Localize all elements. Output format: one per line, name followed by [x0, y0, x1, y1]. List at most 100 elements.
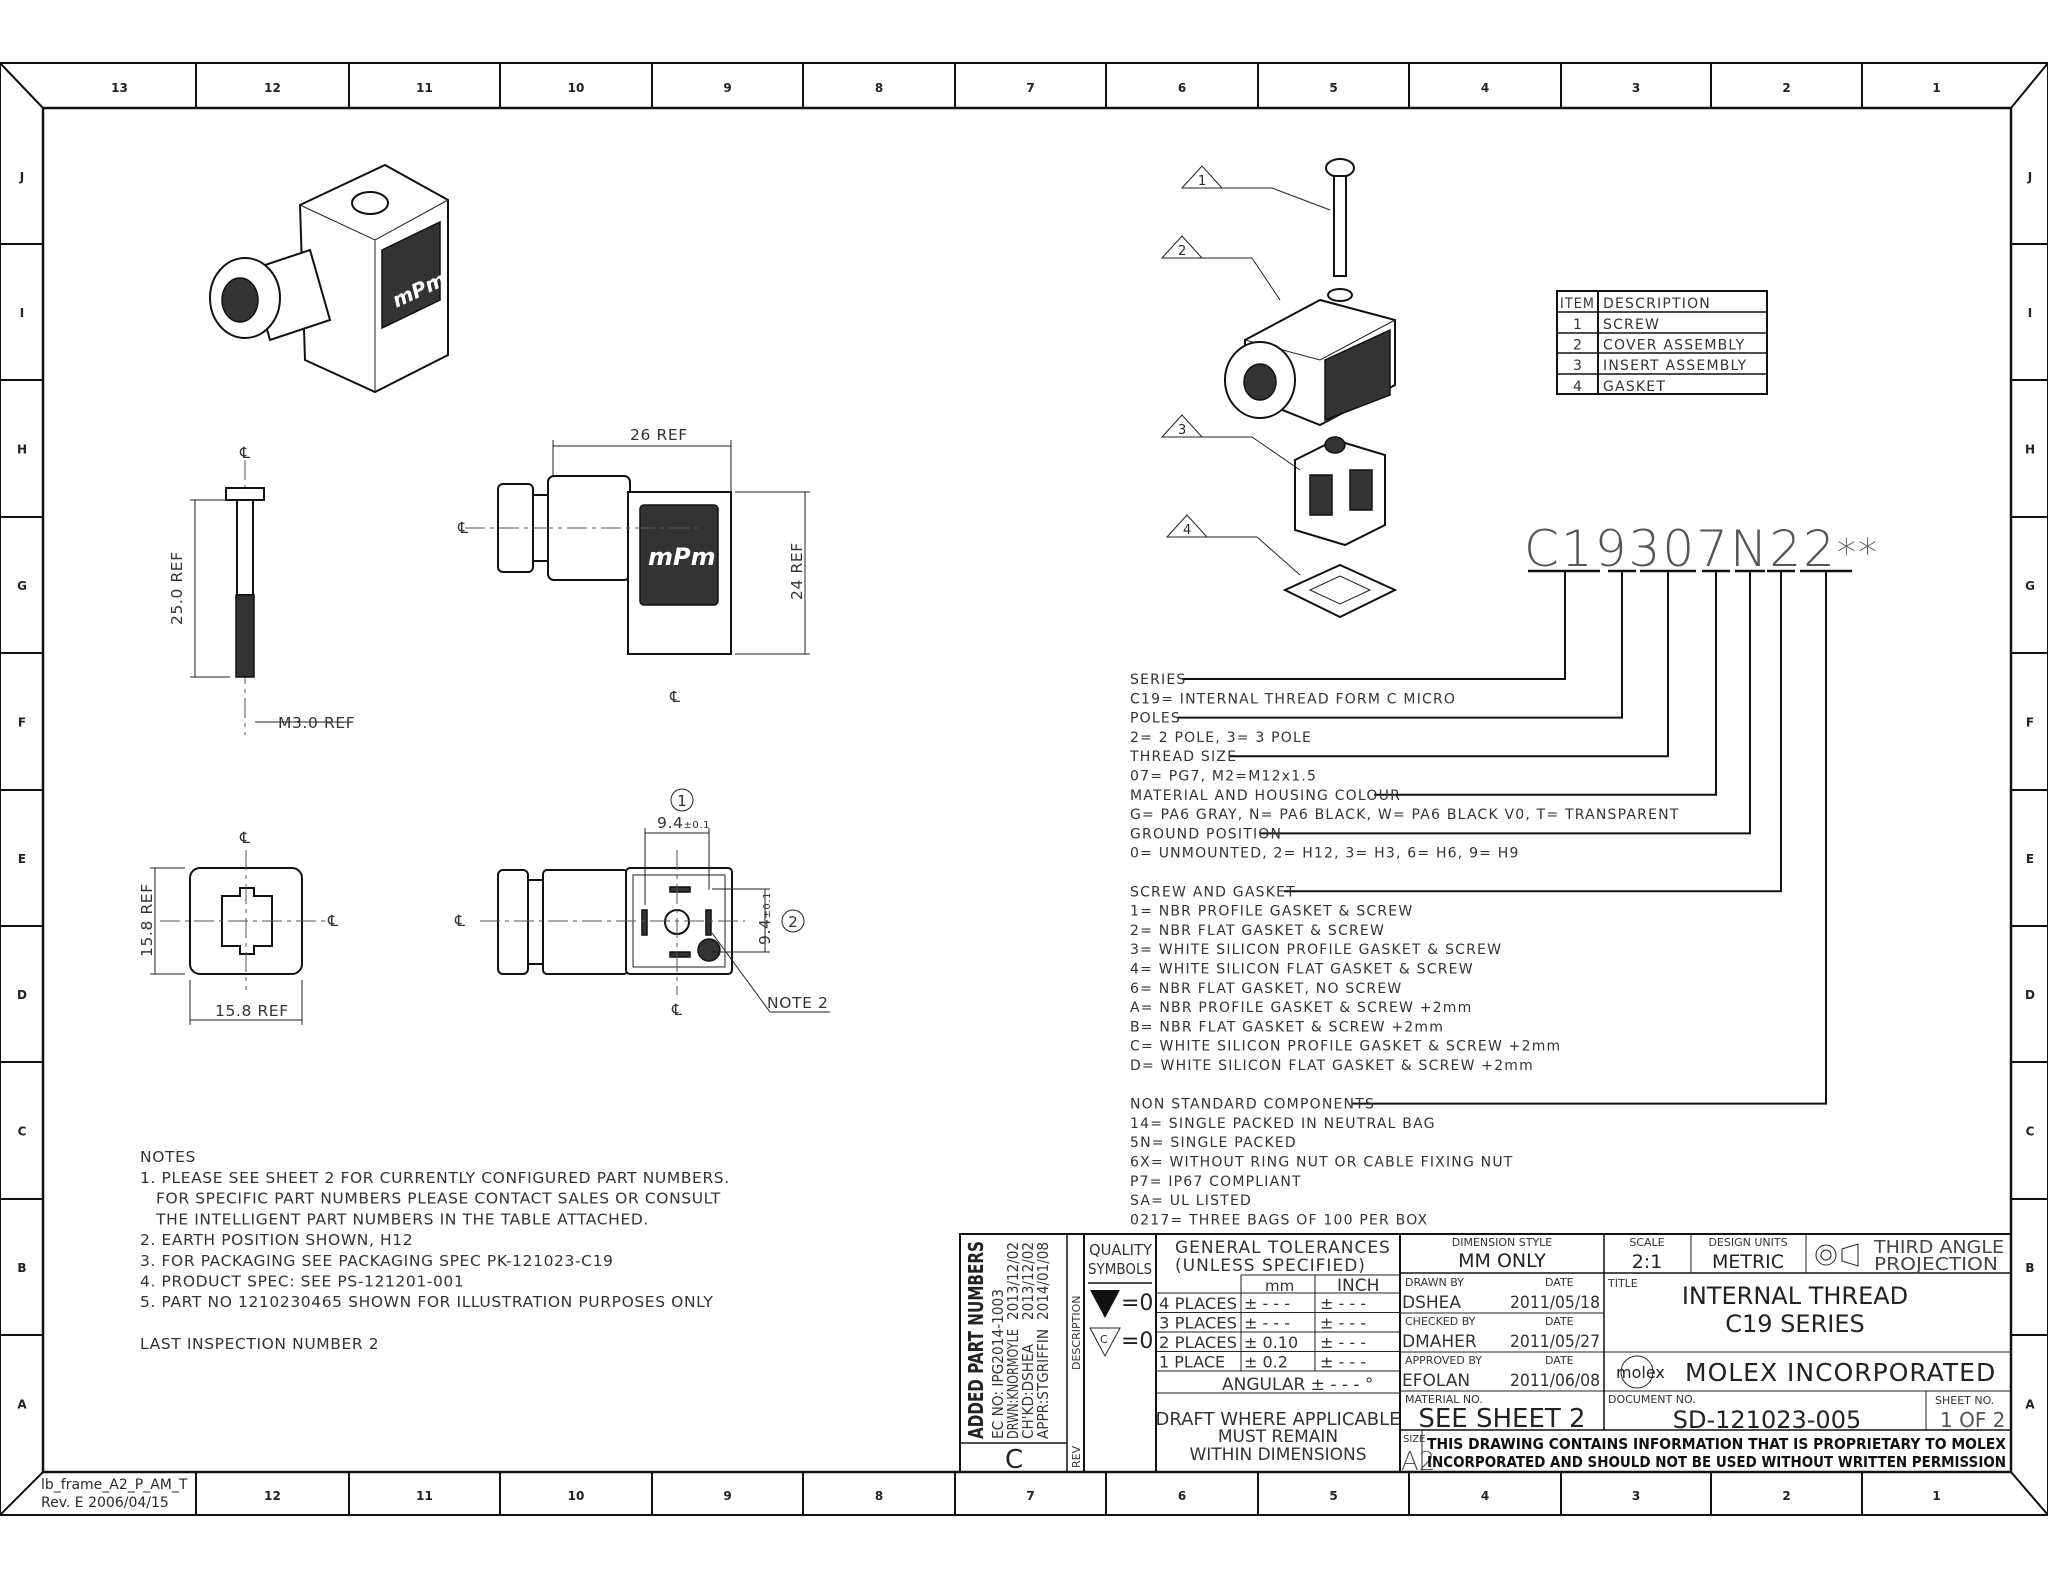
tolerance-row-label: 3 PLACES — [1159, 1314, 1237, 1333]
proprietary-notice-2: INCORPORATED AND SHOULD NOT BE USED WITH… — [1427, 1453, 2006, 1471]
part-code-option: 1= NBR PROFILE GASKET & SCREW — [1130, 904, 1413, 920]
part-code-leader — [1260, 571, 1751, 835]
tolerance-row-inch: ± - - - — [1320, 1314, 1366, 1333]
part-code-option: 4= WHITE SILICON FLAT GASKET & SCREW — [1130, 962, 1474, 978]
zone-column-label: 11 — [416, 81, 433, 95]
draft-note-2: MUST REMAIN — [1218, 1427, 1338, 1447]
part-code-field-label: SCREW AND GASKET — [1130, 884, 1296, 900]
part-code-field-label: THREAD SIZE — [1129, 749, 1237, 765]
quality-label-2: SYMBOLS — [1088, 1260, 1152, 1278]
note-line: 4. PRODUCT SPEC: SEE PS-121201-001 — [140, 1273, 464, 1291]
zone-column-label: 6 — [1178, 1489, 1186, 1503]
tolerance-row-label: 4 PLACES — [1159, 1294, 1237, 1313]
zone-row-label: A — [17, 1398, 27, 1412]
part-code-option: 14= SINGLE PACKED IN NEUTRAL BAG — [1130, 1116, 1436, 1132]
tolerance-angular: ANGULAR ± - - - ° — [1222, 1375, 1373, 1395]
tolerance-row-mm: ± 0.2 — [1244, 1353, 1288, 1372]
note-2-callout: NOTE 2 — [767, 994, 828, 1012]
item-table-header-description: DESCRIPTION — [1603, 296, 1711, 312]
gasket-front-view: ℄ ℄ 15.8 REF 15.8 REF — [138, 829, 339, 1025]
revision-approved-date: 2014/01/08 — [1034, 1242, 1052, 1320]
revision-rev-label: REV — [1070, 1445, 1083, 1468]
part-code-option: 0= UNMOUNTED, 2= H12, 3= H3, 6= H6, 9= H… — [1130, 846, 1520, 862]
frame-id: lb_frame_A2_P_AM_T — [41, 1477, 188, 1493]
zone-column-label: 8 — [875, 81, 883, 95]
pin-spacing-horizontal: 9.4±0.1 — [657, 814, 710, 832]
revision-checked: CH'KD:DSHEA — [1019, 1343, 1037, 1439]
tolerance-row-label: 1 PLACE — [1159, 1353, 1225, 1372]
part-code-option: 07= PG7, M2=M12x1.5 — [1130, 769, 1317, 785]
critical-dimension-icon — [1090, 1290, 1120, 1318]
checked-by-label: CHECKED BY — [1405, 1315, 1476, 1328]
part-code-option: 6X= WITHOUT RING NUT OR CABLE FIXING NUT — [1130, 1155, 1514, 1171]
zone-row-label: H — [17, 443, 27, 457]
zone-column-label: 10 — [568, 1489, 585, 1503]
item-table-header-item: ITEM — [1560, 296, 1595, 312]
svg-text:molex: molex — [1616, 1363, 1665, 1382]
sheet-number-label: SHEET NO. — [1935, 1394, 1994, 1407]
tolerance-row-mm: ± - - - — [1244, 1314, 1290, 1333]
note-line: 5. PART NO 1210230465 SHOWN FOR ILLUSTRA… — [140, 1293, 713, 1311]
tolerance-row-inch: ± - - - — [1320, 1333, 1366, 1352]
zone-column-label: 7 — [1026, 81, 1034, 95]
approved-date-label: DATE — [1545, 1354, 1574, 1367]
frame-rev: Rev. E 2006/04/15 — [41, 1495, 169, 1511]
note-line: 3. FOR PACKAGING SEE PACKAGING SPEC PK-1… — [140, 1252, 614, 1270]
note-line: 1. PLEASE SEE SHEET 2 FOR CURRENTLY CONF… — [140, 1169, 730, 1187]
zone-row-label: F — [18, 716, 26, 730]
zone-column-label: 10 — [568, 81, 585, 95]
drawing-title-2: C19 SERIES — [1725, 1310, 1864, 1338]
item-balloon-number: 1 — [1198, 174, 1206, 189]
revision-checked-date: 2013/12/02 — [1019, 1242, 1037, 1320]
item-balloon-number: 2 — [1178, 244, 1186, 259]
zone-row-label: A — [2025, 1398, 2035, 1412]
drawing-title-1: INTERNAL THREAD — [1682, 1282, 1908, 1310]
sheet-number: 1 OF 2 — [1940, 1408, 2005, 1432]
centerline-symbol: ℄ — [327, 912, 339, 930]
approved-date: 2011/06/08 — [1510, 1371, 1600, 1391]
drawn-by-label: DRAWN BY — [1405, 1276, 1464, 1289]
drawn-by: DSHEA — [1402, 1293, 1461, 1313]
scale-label: SCALE — [1629, 1236, 1664, 1249]
centerline-symbol: ℄ — [671, 1001, 683, 1019]
part-code-option: SA= UL LISTED — [1130, 1193, 1252, 1209]
centerline-symbol: ℄ — [454, 912, 466, 930]
tolerance-row-label: 2 PLACES — [1159, 1333, 1237, 1352]
zone-column-label: 4 — [1481, 81, 1489, 95]
part-code-leader — [1352, 571, 1827, 1105]
revision-drawn: DRWN:KNORMOYLE — [1004, 1329, 1022, 1439]
part-code-option: B= NBR FLAT GASKET & SCREW +2mm — [1130, 1019, 1444, 1035]
zone-column-label: 1 — [1932, 1489, 1940, 1503]
note-line: FOR SPECIFIC PART NUMBERS PLEASE CONTACT… — [156, 1190, 721, 1208]
item-description: INSERT ASSEMBLY — [1603, 358, 1747, 374]
centerline-symbol: ℄ — [669, 688, 681, 706]
quality-label-1: QUALITY — [1089, 1241, 1153, 1259]
part-code-option: P7= IP67 COMPLIANT — [1130, 1174, 1302, 1190]
part-code-option: 5N= SINGLE PACKED — [1130, 1135, 1297, 1151]
part-code-option: D= WHITE SILICON FLAT GASKET & SCREW +2m… — [1130, 1058, 1534, 1074]
balloon-2: 2 — [788, 913, 798, 931]
zone-row-label: D — [2025, 988, 2035, 1002]
zone-column-label: 2 — [1782, 1489, 1790, 1503]
proprietary-notice-1: THIS DRAWING CONTAINS INFORMATION THAT I… — [1427, 1435, 2006, 1453]
tolerance-col-inch: INCH — [1337, 1276, 1379, 1296]
zone-row-label: B — [17, 1261, 26, 1275]
screw-length-dimension: 25.0 REF — [168, 551, 186, 625]
isometric-connector-view: mPm — [209, 163, 450, 394]
dimension-style-value: MM ONLY — [1458, 1250, 1546, 1272]
last-inspection: LAST INSPECTION NUMBER 2 — [140, 1335, 379, 1353]
leader-line — [1222, 187, 1331, 211]
gasket-width-dimension: 15.8 REF — [215, 1002, 289, 1020]
notes-title: NOTES — [140, 1148, 196, 1166]
zone-column-label: 9 — [723, 81, 731, 95]
zone-row-label: C — [18, 1125, 27, 1139]
zone-row-label: C — [2026, 1125, 2035, 1139]
screw-thread-dimension: M3.0 REF — [278, 714, 355, 732]
part-code-field-label: NON STANDARD COMPONENTS — [1130, 1097, 1375, 1113]
item-number: 2 — [1573, 338, 1583, 354]
